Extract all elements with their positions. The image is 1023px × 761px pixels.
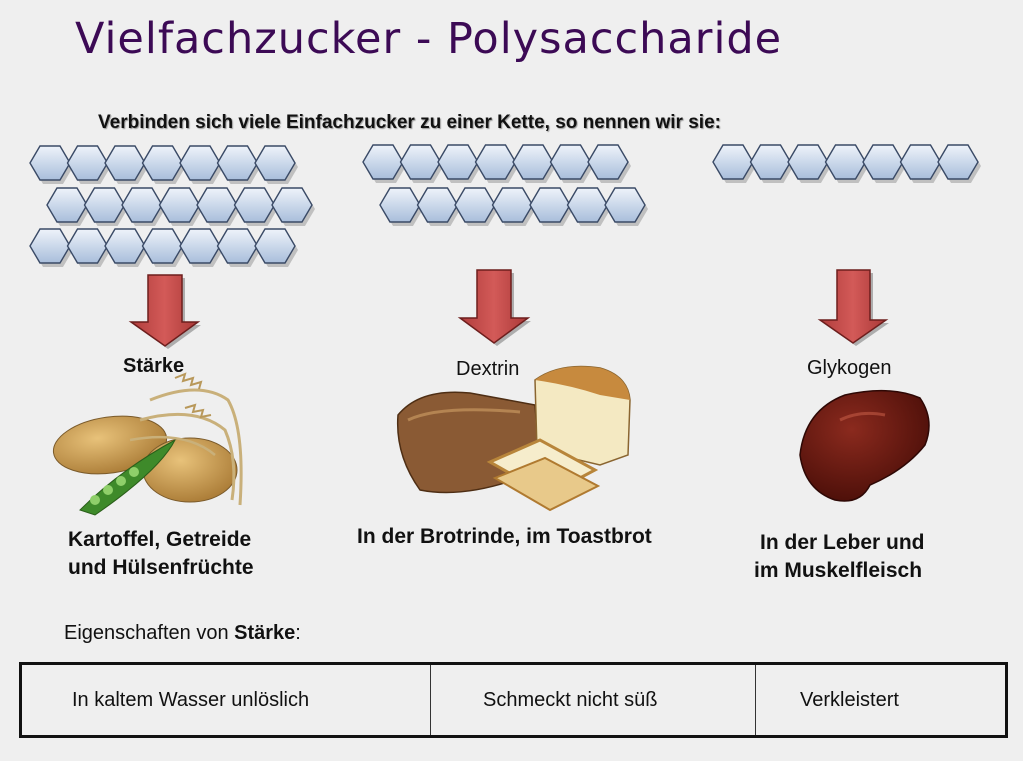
- type-label-dextrin: Dextrin: [456, 358, 520, 380]
- description-staerke: Kartoffel, Getreide und Hülsenfrüchte: [68, 526, 254, 582]
- properties-label-suffix: :: [295, 622, 301, 644]
- arrow-down-icon: [457, 269, 531, 346]
- type-label-glykogen: Glykogen: [807, 357, 892, 379]
- arrow-down-icon: [128, 274, 201, 349]
- properties-label-prefix: Eigenschaften von: [64, 622, 235, 644]
- hexagon-icon: [604, 187, 646, 223]
- type-label-staerke: Stärke: [123, 355, 185, 377]
- potatoes-grain-peas-image: [52, 372, 243, 516]
- hexagon-icon: [254, 145, 296, 181]
- arrow-down-icon: [817, 269, 889, 346]
- hexagon-icon: [937, 144, 979, 180]
- sugar-chains: [29, 144, 981, 267]
- description-line: In der Brotrinde, im Toastbrot: [357, 525, 652, 548]
- page-title: Vielfachzucker - Polysaccharide: [75, 14, 783, 64]
- bread-toast-image: [396, 365, 631, 512]
- description-line: und Hülsenfrüchte: [68, 556, 254, 579]
- description-line: im Muskelfleisch: [754, 559, 923, 582]
- description-line: Kartoffel, Getreide: [68, 528, 252, 551]
- hexagon-icon: [254, 228, 296, 264]
- property-cell: Schmeckt nicht süß: [430, 665, 755, 735]
- properties-label: Eigenschaften von Stärke:: [64, 622, 301, 645]
- hexagon-icon: [271, 187, 313, 223]
- property-cell: In kaltem Wasser unlöslich: [72, 688, 310, 711]
- subtitle: Verbinden sich viele Einfachzucker zu ei…: [98, 112, 721, 133]
- description-dextrin: In der Brotrinde, im Toastbrot: [357, 523, 652, 551]
- liver-image: [799, 389, 930, 502]
- properties-label-bold: Stärke: [234, 622, 296, 644]
- property-cell: Verkleistert: [755, 665, 1005, 735]
- description-glykogen: In der Leber und im Muskelfleisch: [754, 529, 925, 585]
- properties-table: In kaltem Wasser unlöslich Schmeckt nich…: [19, 662, 1008, 738]
- hexagon-icon: [587, 144, 629, 180]
- description-line: In der Leber und: [760, 531, 925, 554]
